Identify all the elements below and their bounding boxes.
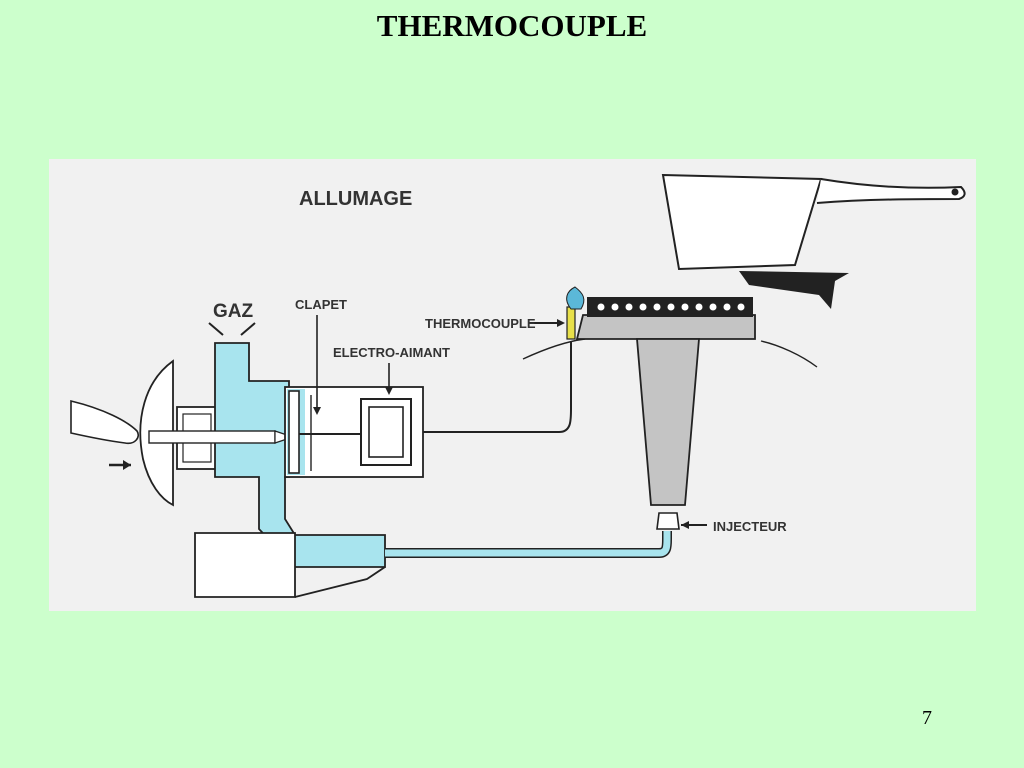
label-thermocouple: THERMOCOUPLE xyxy=(425,316,536,331)
injecteur-pointer-head xyxy=(681,521,689,529)
label-allumage: ALLUMAGE xyxy=(299,188,412,210)
pilot-flame-icon xyxy=(566,286,585,310)
label-clapet: CLAPET xyxy=(295,297,347,312)
pan-body xyxy=(661,173,823,271)
pan-support xyxy=(739,271,849,309)
thermocouple-pointer-head xyxy=(557,319,565,327)
clapet-pointer-head xyxy=(313,407,321,415)
gas-pipe xyxy=(385,531,671,557)
label-electro-aimant: ELECTRO-AIMANT xyxy=(333,345,450,360)
lower-block xyxy=(194,532,296,598)
valve-stem xyxy=(148,430,276,444)
electro-aimant-core xyxy=(368,406,404,458)
thermocouple-wire xyxy=(423,341,572,433)
gaz-arrow-right xyxy=(240,322,256,336)
gas-valve-diagram: ALLUMAGE GAZ CLAPET THERMOCOUPLE ELECTRO… xyxy=(49,159,976,611)
gaz-arrow-left xyxy=(208,322,224,336)
diagram-panel xyxy=(49,159,976,611)
pan-handle-hole xyxy=(951,188,959,196)
valve-tip xyxy=(274,430,295,444)
electro-aimant-pointer-head xyxy=(385,387,393,395)
page-number: 7 xyxy=(922,707,932,729)
slide-title: THERMOCOUPLE xyxy=(376,8,648,43)
injecteur-nozzle xyxy=(656,512,680,530)
label-gaz: GAZ xyxy=(213,301,254,322)
burner-tube xyxy=(636,338,700,506)
push-arrow-head xyxy=(123,460,131,470)
lower-block-edge xyxy=(294,566,386,598)
burner-holes xyxy=(597,303,745,311)
diagram-svg: ALLUMAGE GAZ CLAPET THERMOCOUPLE ELECTRO… xyxy=(49,159,976,611)
stand-arc-right xyxy=(760,340,818,368)
pan-handle xyxy=(816,178,966,204)
clapet-disc xyxy=(288,390,300,474)
finger-icon xyxy=(70,399,140,445)
thermocouple-probe xyxy=(566,306,576,340)
burner-head xyxy=(575,314,756,340)
label-injecteur: INJECTEUR xyxy=(713,519,787,534)
